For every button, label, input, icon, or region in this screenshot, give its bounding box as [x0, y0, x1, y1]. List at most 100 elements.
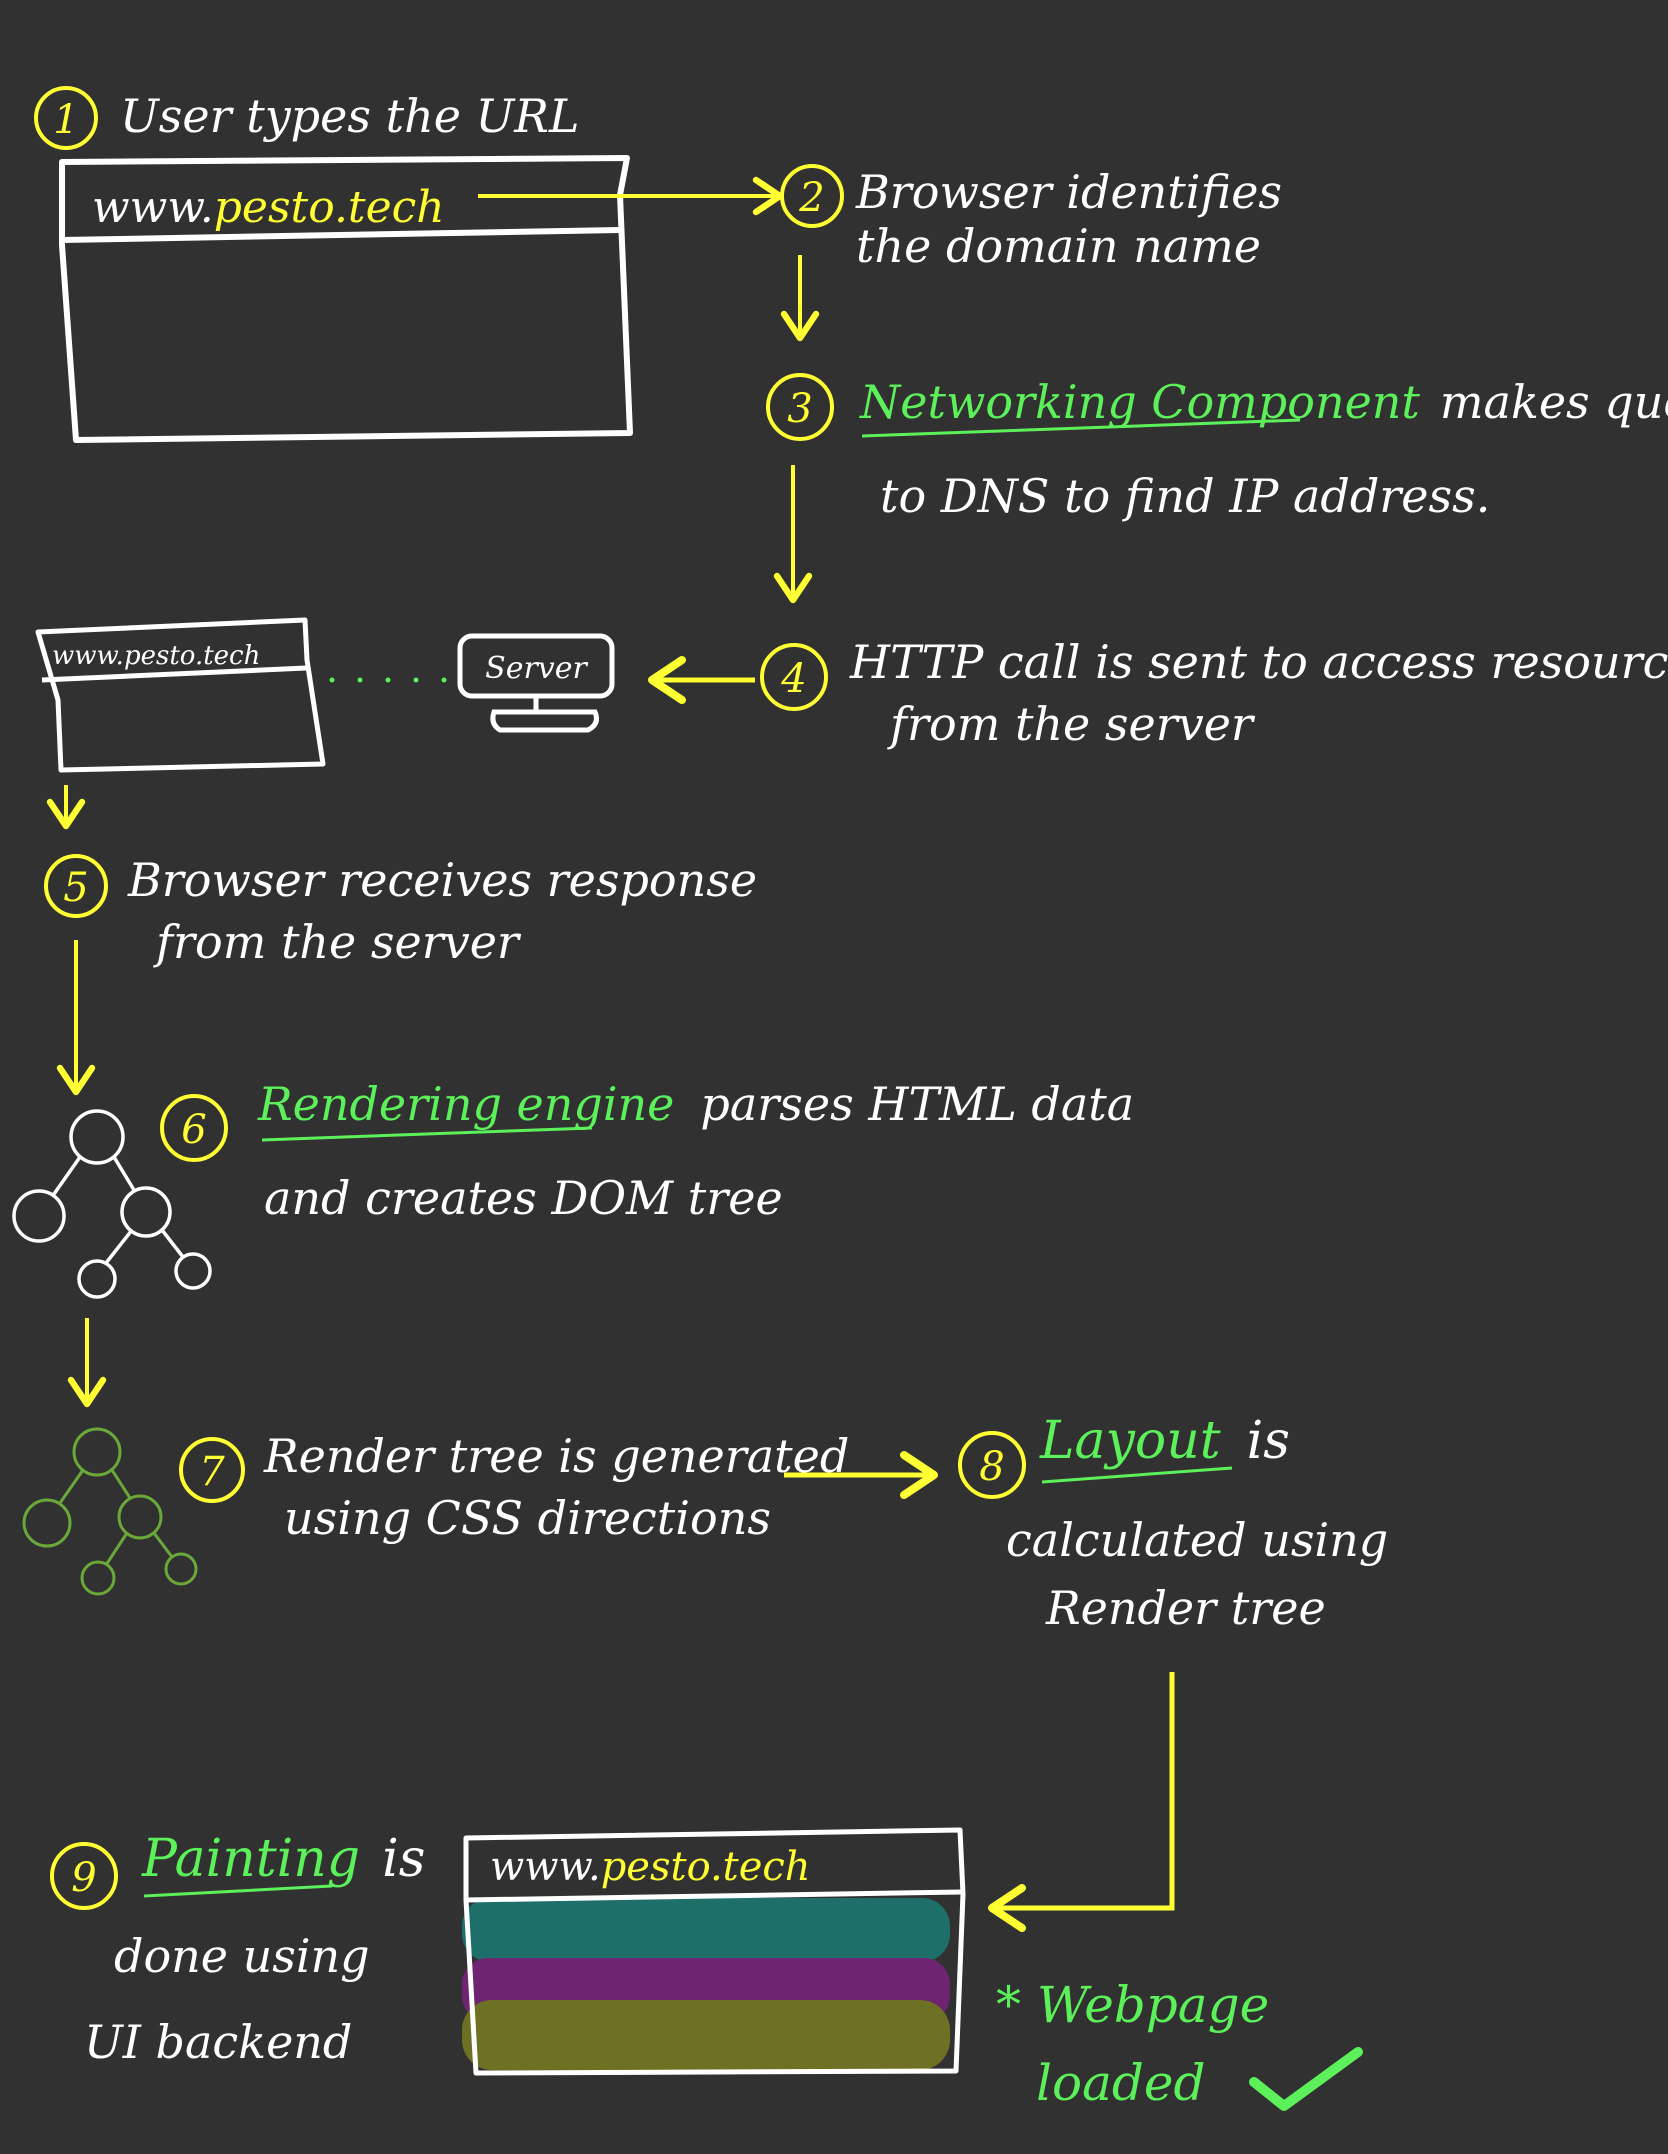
dom-tree-icon: [12, 1109, 212, 1299]
browser-window-2-address-divider: [41, 665, 307, 683]
step-9-number-circle: [50, 1842, 118, 1910]
dom-node-root: [69, 1109, 125, 1165]
dot: [441, 677, 447, 683]
step-9-line-3: UI backend: [84, 2015, 352, 2069]
step-4: 4 HTTP call is sent to access resources …: [760, 635, 1668, 751]
step-8-line-3: Render tree: [1045, 1581, 1326, 1635]
step-3-line-2: to DNS to find IP address.: [880, 469, 1490, 523]
step-2: 2 Browser identifies the domain name: [780, 164, 1282, 273]
rendering-engine-underline: [261, 1126, 593, 1142]
step-3-number: 3: [787, 386, 812, 432]
dot: [357, 677, 363, 683]
render-edge: [110, 1469, 132, 1499]
browser-window-frame: [59, 155, 633, 443]
arrow-step-8-to-webpage: [988, 1672, 1175, 1932]
render-node-leaf-right: [164, 1552, 198, 1586]
step-9-number: 9: [71, 1855, 96, 1901]
step-5-number-circle: [44, 854, 108, 918]
step-2-line-2: the domain name: [856, 219, 1261, 273]
browser-window-2-frame: [35, 617, 326, 773]
render-node-root: [72, 1427, 122, 1477]
step-6-number: 6: [181, 1107, 206, 1153]
layout-highlight: Layout: [1039, 1411, 1221, 1471]
render-node-left: [22, 1498, 72, 1548]
webpage-loaded-line-2: loaded: [1036, 2054, 1206, 2112]
server-monitor-base: [490, 709, 599, 733]
step-1-number-circle: [34, 86, 98, 150]
webpage-loaded-note: * Webpage loaded: [996, 1976, 1363, 2112]
step-8-number: 8: [979, 1444, 1004, 1490]
render-tree-icon: [22, 1427, 198, 1596]
step-3-number-circle: [766, 373, 834, 441]
step-1-number: 1: [53, 97, 78, 143]
dom-edge: [104, 1228, 134, 1265]
url-3-domain: pesto.tech: [601, 1844, 811, 1890]
url-domain: pesto.tech: [214, 182, 445, 233]
networking-component-highlight: Networking Component: [859, 375, 1420, 429]
server-monitor-icon: Server: [457, 633, 615, 733]
webpage-loaded-line-1: * Webpage: [996, 1976, 1269, 2034]
render-node-right: [117, 1494, 163, 1540]
step-8-rest: is: [1247, 1411, 1290, 1471]
dom-edge: [160, 1228, 185, 1259]
browser-window-3-address-divider: [465, 1889, 963, 1903]
painting-underline: [143, 1884, 333, 1898]
step-4-line-2: from the server: [887, 697, 1256, 751]
browser-window-typing: www.pesto.tech: [59, 155, 633, 443]
paint-layer-teal: [462, 1898, 950, 1962]
dom-node-right: [120, 1186, 172, 1238]
step-1: 1 User types the URL: [34, 86, 579, 150]
address-bar-divider: [61, 227, 621, 243]
step-4-number-circle: [760, 643, 828, 711]
address-bar-url: www.pesto.tech: [92, 182, 445, 233]
networking-component-underline: [861, 418, 1301, 438]
browser-window-request: www.pesto.tech: [35, 617, 326, 773]
step-7: 7 Render tree is generated using CSS dir…: [179, 1429, 849, 1545]
paint-layer-olive: [462, 2000, 950, 2070]
dom-edge: [112, 1156, 136, 1191]
dom-edge: [52, 1155, 82, 1196]
step-9-line-2: done using: [114, 1929, 370, 1983]
step-7-number: 7: [199, 1449, 225, 1495]
step-5-line-2: from the server: [153, 915, 522, 969]
dot: [329, 677, 335, 683]
server-label: Server: [485, 651, 588, 686]
dom-node-left: [12, 1189, 66, 1243]
connection-dots: [329, 677, 447, 683]
step-7-line-1: Render tree is generated: [263, 1429, 849, 1483]
browser-window-2-url: www.pesto.tech: [52, 641, 260, 671]
browser-window-3-url: www.pesto.tech: [490, 1844, 811, 1890]
step-5-line-1: Browser receives response: [127, 853, 757, 907]
checkmark-icon: [1249, 2047, 1363, 2111]
step-4-number: 4: [780, 656, 806, 702]
step-2-line-1: Browser identifies: [855, 165, 1282, 219]
step-6-number-circle: [160, 1094, 228, 1162]
render-node-leaf-left: [80, 1560, 116, 1596]
step-8-line-1: Layout is: [1039, 1411, 1290, 1471]
render-edge: [58, 1469, 85, 1504]
dom-node-leaf-right: [174, 1252, 212, 1290]
step-8: 8 Layout is calculated using Render tree: [958, 1411, 1388, 1635]
render-edge: [152, 1532, 174, 1558]
browser-window-painted: www.pesto.tech: [462, 1827, 966, 2076]
step-8-number-circle: [958, 1431, 1026, 1499]
step-7-line-2: using CSS directions: [284, 1491, 771, 1545]
url-3-prefix: www.: [490, 1844, 601, 1890]
url-prefix: www.: [92, 182, 214, 233]
step-4-line-1: HTTP call is sent to access resources: [849, 635, 1668, 689]
step-8-line-2: calculated using: [1006, 1513, 1388, 1567]
dom-node-leaf-left: [77, 1259, 117, 1299]
dot: [385, 677, 391, 683]
step-5: 5 Browser receives response from the ser…: [44, 853, 757, 969]
step-7-number-circle: [179, 1437, 245, 1503]
step-2-number-circle: [780, 164, 844, 228]
step-6-line-2: and creates DOM tree: [264, 1171, 783, 1225]
rendering-engine-highlight: Rendering engine: [257, 1077, 674, 1131]
